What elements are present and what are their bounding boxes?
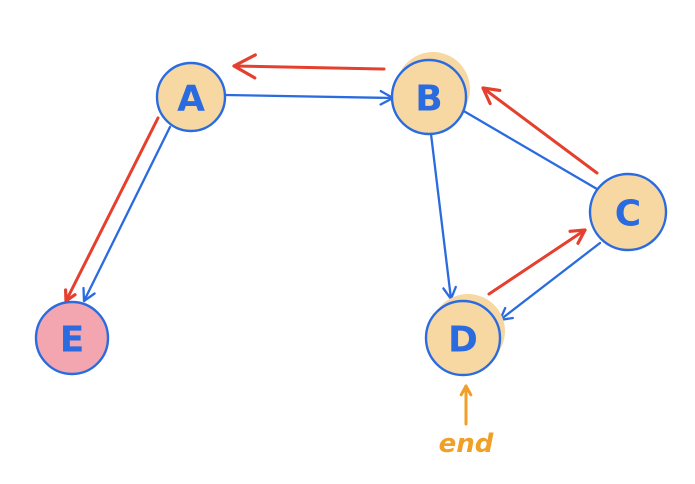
end-label: end bbox=[439, 429, 494, 459]
traversal-arrow-B-A bbox=[232, 64, 386, 71]
traversal-arrow-D-C bbox=[487, 228, 587, 296]
end-arrow-arrowhead bbox=[459, 384, 473, 397]
node-A-circle bbox=[155, 61, 227, 133]
traversal-arrow-A-E bbox=[64, 116, 160, 303]
node-C-circle bbox=[588, 172, 668, 252]
edge-C-D bbox=[498, 241, 602, 322]
traversal-arrow-C-B-arrowhead bbox=[481, 86, 502, 106]
traversal-arrow-C-B bbox=[481, 86, 599, 175]
edge-B-D bbox=[429, 132, 453, 301]
traversal-arrow-A-E-arrowhead bbox=[63, 288, 77, 303]
node-B-circle bbox=[390, 58, 468, 136]
node-D-circle bbox=[424, 299, 502, 377]
edge-B-C bbox=[460, 108, 599, 191]
edge-A-E-arrowhead bbox=[82, 286, 96, 303]
edge-A-B bbox=[224, 93, 395, 100]
node-E-circle bbox=[34, 300, 110, 376]
traversal-arrow-D-C-arrowhead bbox=[568, 228, 587, 245]
edge-A-E bbox=[82, 125, 172, 303]
traversal-arrow-B-A-arrowhead bbox=[232, 53, 257, 80]
